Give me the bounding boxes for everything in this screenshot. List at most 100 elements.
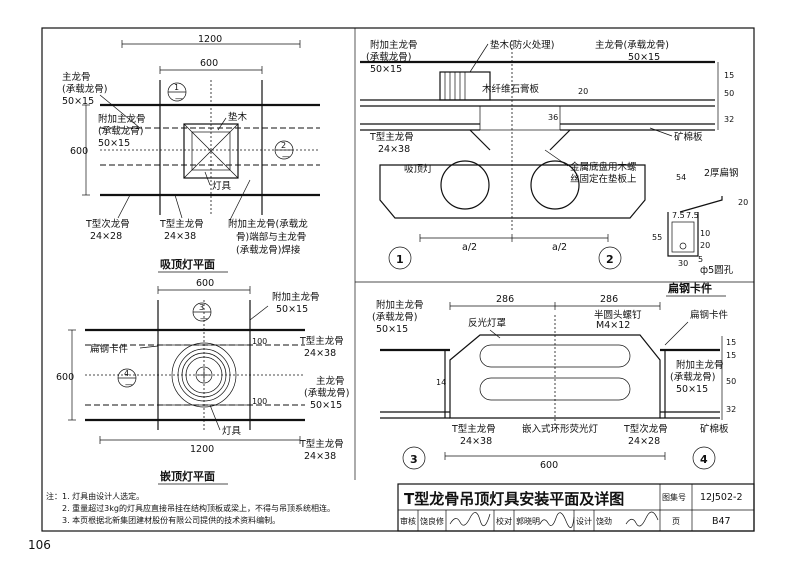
- detail-marker: [402, 446, 426, 470]
- svg-text:50×15: 50×15: [310, 400, 342, 411]
- detail-section-1-2: a/2 a/2 15 50 32 20 36 附加主龙骨 (承载龙骨) 50×1…: [360, 39, 734, 270]
- svg-text:24×38: 24×38: [460, 436, 492, 447]
- svg-text:100: 100: [252, 397, 267, 406]
- svg-text:24×38: 24×38: [378, 144, 410, 155]
- svg-text:1: 1: [396, 253, 404, 266]
- svg-text:—: —: [125, 380, 133, 389]
- svg-text:2厚扁钢: 2厚扁钢: [704, 167, 739, 179]
- svg-text:主龙骨(承载龙骨): 主龙骨(承载龙骨): [595, 39, 669, 51]
- svg-text:ф5圆孔: ф5圆孔: [700, 265, 734, 276]
- svg-text:(承载龙骨): (承载龙骨): [62, 83, 107, 95]
- svg-text:—: —: [282, 152, 290, 161]
- lamp-bulb-right: [530, 160, 580, 210]
- svg-text:T型主龙骨: T型主龙骨: [369, 131, 414, 143]
- svg-text:吸顶灯: 吸顶灯: [404, 164, 433, 175]
- svg-text:主龙骨: 主龙骨: [316, 375, 345, 387]
- svg-text:扁钢卡件: 扁钢卡件: [668, 281, 712, 295]
- label-wood-pad: 垫木: [228, 111, 248, 123]
- svg-text:饶劲: 饶劲: [596, 516, 612, 526]
- svg-text:(承载龙骨): (承载龙骨): [98, 125, 143, 137]
- svg-text:30: 30: [678, 259, 688, 268]
- svg-text:50: 50: [726, 377, 736, 386]
- label-lamp: 灯具: [212, 181, 232, 192]
- svg-text:附加主龙骨: 附加主龙骨: [272, 291, 320, 303]
- page-number: 106: [28, 538, 51, 552]
- svg-text:55: 55: [652, 233, 662, 242]
- detail-marker: [598, 246, 622, 270]
- svg-text:20: 20: [578, 87, 588, 96]
- svg-text:286: 286: [496, 294, 514, 305]
- dim-label: 1200: [198, 34, 222, 45]
- note-item: 1. 灯具由设计人选定。: [62, 491, 144, 501]
- svg-text:15: 15: [724, 71, 734, 80]
- svg-text:32: 32: [726, 405, 736, 414]
- svg-text:T型主龙骨: T型主龙骨: [299, 438, 344, 450]
- svg-text:5: 5: [698, 255, 703, 264]
- svg-text:50×15: 50×15: [98, 138, 130, 149]
- svg-text:金属底盘用木螺: 金属底盘用木螺: [570, 161, 637, 173]
- svg-text:—: —: [200, 314, 208, 323]
- svg-text:骨)端部与主龙骨: 骨)端部与主龙骨: [236, 231, 306, 243]
- wood-pad: [183, 123, 239, 179]
- svg-text:24×38: 24×38: [304, 451, 336, 462]
- svg-text:4: 4: [124, 369, 129, 378]
- detail-section-3-4: 286 286 600 15 15 50 32 14 附加主龙骨 (承载龙骨) …: [372, 294, 736, 471]
- svg-text:附加主龙骨: 附加主龙骨: [370, 39, 418, 51]
- svg-text:50×15: 50×15: [370, 64, 402, 75]
- svg-text:20: 20: [700, 241, 710, 250]
- svg-text:600: 600: [196, 278, 214, 289]
- svg-text:12J502-2: 12J502-2: [700, 492, 743, 503]
- svg-text:M4×12: M4×12: [596, 320, 630, 331]
- svg-text:1200: 1200: [190, 444, 214, 455]
- clip-profile: [667, 196, 723, 257]
- svg-text:3: 3: [199, 303, 204, 312]
- svg-text:垫木(防火处理): 垫木(防火处理): [490, 39, 554, 51]
- detail-marker: [388, 246, 412, 270]
- svg-text:2: 2: [281, 141, 286, 150]
- svg-text:36: 36: [548, 113, 558, 122]
- label-weld-note: 附加主龙骨(承载龙: [228, 218, 308, 230]
- svg-text:24×38: 24×38: [304, 348, 336, 359]
- svg-text:10: 10: [700, 229, 710, 238]
- svg-text:嵌入式环形荧光灯: 嵌入式环形荧光灯: [522, 423, 599, 435]
- signature: [539, 512, 575, 528]
- signature: [449, 512, 491, 527]
- svg-text:a/2: a/2: [462, 242, 477, 253]
- sheet-border: [41, 27, 755, 532]
- flat-steel-clip-detail: 54 2厚扁钢 20 55 7.5 7.5 10 20 5 30 ф5圆孔 扁钢…: [652, 167, 748, 297]
- svg-text:扁钢卡件: 扁钢卡件: [690, 309, 729, 321]
- svg-text:24×28: 24×28: [628, 436, 660, 447]
- title-block: T型龙骨吊顶灯具安装平面及详图 图集号 12J502-2 审核 饶良修 校对 郭…: [397, 483, 755, 532]
- svg-text:2: 2: [606, 253, 614, 266]
- sheet-title: T型龙骨吊顶灯具安装平面及详图: [404, 490, 624, 508]
- dim-label: 600: [70, 146, 88, 157]
- svg-text:(承载龙骨)焊接: (承载龙骨)焊接: [236, 244, 301, 256]
- svg-text:T型主龙骨: T型主龙骨: [299, 335, 344, 347]
- svg-text:饶良修: 饶良修: [420, 516, 444, 526]
- reflector-housing: [449, 334, 661, 419]
- svg-text:3: 3: [410, 453, 418, 466]
- svg-text:14: 14: [436, 378, 446, 387]
- svg-text:4: 4: [700, 453, 708, 466]
- plan-caption: 吸顶灯平面: [160, 257, 215, 271]
- svg-text:(承载龙骨): (承载龙骨): [372, 311, 417, 323]
- plan-recessed-light: 600 600 1200 100 100 附加主龙骨 50×15: [56, 278, 349, 485]
- plan-caption: 嵌顶灯平面: [160, 469, 215, 483]
- lamp-base: [191, 131, 231, 171]
- detail-marker: [692, 446, 716, 470]
- svg-text:(承载龙骨): (承载龙骨): [366, 51, 411, 63]
- svg-text:100: 100: [252, 337, 267, 346]
- svg-text:600: 600: [540, 460, 558, 471]
- label-t-cross: T型次龙骨: [85, 218, 130, 230]
- svg-text:附加主龙骨: 附加主龙骨: [376, 299, 424, 311]
- svg-text:15: 15: [726, 338, 736, 347]
- dim-label: 600: [200, 58, 218, 69]
- notes: 注： 1. 灯具由设计人选定。 2. 重量超过3kg的灯具应直接吊挂在结构顶板或…: [46, 491, 335, 525]
- svg-text:7.5: 7.5: [686, 211, 699, 220]
- svg-text:页: 页: [672, 517, 680, 526]
- svg-text:7.5: 7.5: [672, 211, 685, 220]
- svg-text:15: 15: [726, 351, 736, 360]
- plan-surface-light: 1200 600 600 主龙骨 (承载龙骨) 50×15 附加主龙: [62, 34, 320, 273]
- svg-text:50×15: 50×15: [676, 384, 708, 395]
